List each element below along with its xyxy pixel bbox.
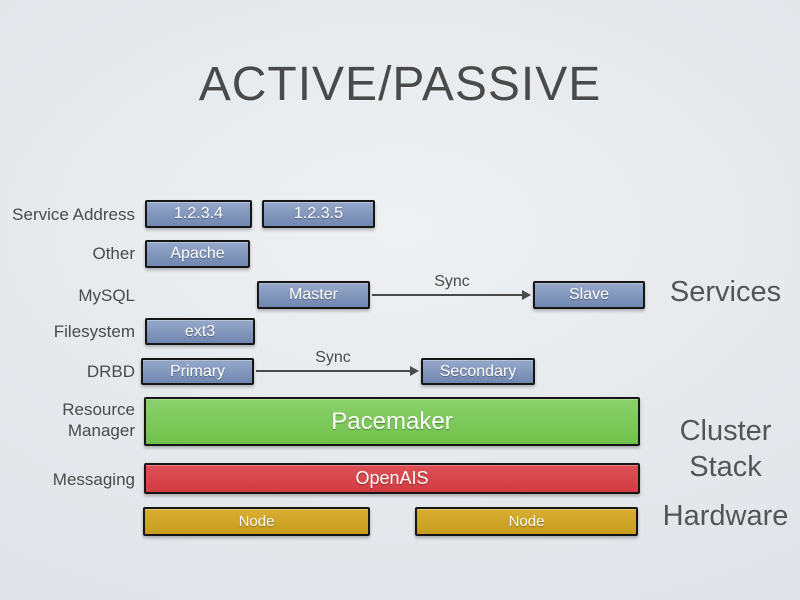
box-openais: OpenAIS	[144, 463, 640, 494]
row-label-other: Other	[92, 244, 135, 263]
row-label-drbd: DRBD	[86, 362, 135, 381]
row-label-filesystem: Filesystem	[53, 322, 135, 341]
box-apache: Apache	[145, 240, 250, 268]
box-drbd-primary: Primary	[141, 358, 254, 385]
sync-arrow-mysql	[372, 290, 531, 300]
group-label-services: Services	[669, 276, 782, 308]
box-node-right: Node	[415, 507, 638, 536]
box-mysql-slave: Slave	[533, 281, 645, 309]
box-mysql-master: Master	[257, 281, 370, 309]
row-label-mysql: MySQL	[78, 286, 135, 305]
box-node-left: Node	[143, 507, 370, 536]
row-label-messaging: Messaging	[52, 470, 135, 489]
group-label-stack: Stack	[689, 451, 762, 483]
group-label-hardware: Hardware	[662, 500, 789, 532]
sync-label-drbd: Sync	[315, 349, 351, 366]
row-label-resource-manager: Resource Manager	[62, 400, 135, 440]
box-ext3: ext3	[145, 318, 255, 345]
box-drbd-secondary: Secondary	[421, 358, 535, 385]
group-label-cluster: Cluster	[679, 415, 772, 447]
slide-title: ACTIVE/PASSIVE	[198, 58, 602, 111]
sync-label-mysql: Sync	[434, 273, 470, 290]
box-pacemaker: Pacemaker	[144, 397, 640, 446]
row-label-service-address: Service Address	[12, 205, 135, 224]
box-ip-1-2-3-5: 1.2.3.5	[262, 200, 375, 228]
sync-arrow-drbd	[256, 366, 419, 376]
box-ip-1-2-3-4: 1.2.3.4	[145, 200, 252, 228]
